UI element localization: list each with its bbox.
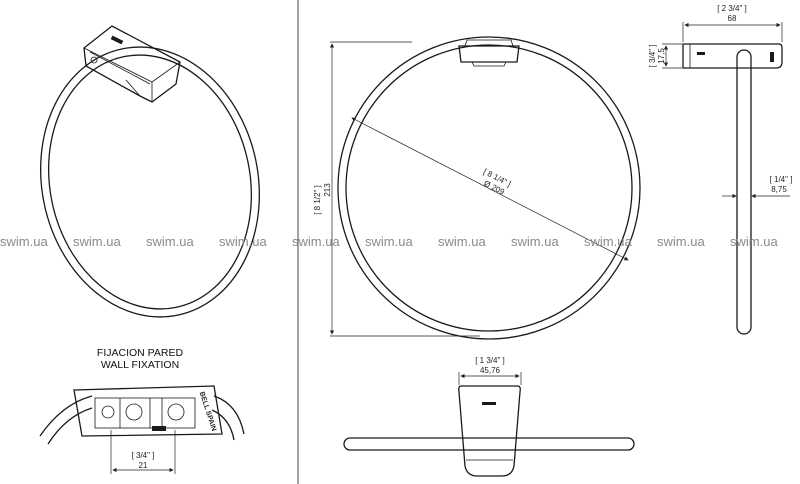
mount-block-perspective xyxy=(83,25,181,103)
ring-inner xyxy=(345,44,633,332)
side-view: [ 2 3/4" ] 68 [ 3/4" ] 17,5 [ 1/4" ] 8,7… xyxy=(648,4,793,335)
watermark-row: swim.ua swim.ua swim.ua swim.ua swim.ua swim.… xyxy=(0,234,778,249)
mount-mm-label: 45,76 xyxy=(480,366,501,375)
depth-mm-label: 17,5 xyxy=(657,48,666,64)
bottom-view: [ 1 3/4" ] 45,76 xyxy=(343,356,635,477)
ring-arc-left xyxy=(39,395,93,437)
watermark-text: swim.ua xyxy=(0,234,48,249)
watermark-text: swim.ua xyxy=(438,234,486,249)
watermark-text: swim.ua xyxy=(73,234,121,249)
watermark-text: swim.ua xyxy=(292,234,340,249)
fixation-mm-label: 21 xyxy=(139,461,148,470)
bar-inch-label: [ 1/4" ] xyxy=(770,175,793,184)
ring-outer-perspective xyxy=(39,46,261,318)
fixation-inch-label: [ 3/4" ] xyxy=(132,451,155,460)
screw-hole-right xyxy=(167,403,185,421)
height-dimension: [ 8 1/2" ] 213 xyxy=(313,41,480,337)
mount-block-front xyxy=(458,39,520,67)
watermark-text: swim.ua xyxy=(146,234,194,249)
watermark-text: swim.ua xyxy=(657,234,705,249)
height-mm-label: 213 xyxy=(323,183,332,197)
mount-block-side xyxy=(682,43,783,69)
mount-block-bottom xyxy=(458,385,521,477)
ring-inner-perspective xyxy=(47,54,253,310)
depth-inch-label: [ 3/4" ] xyxy=(648,45,657,68)
watermark-text: swim.ua xyxy=(219,234,267,249)
perspective-view xyxy=(39,25,261,318)
bar-side xyxy=(736,49,752,335)
wall-fixation-title-en: WALL FIXATION xyxy=(101,359,179,371)
mount-inch-label: [ 1 3/4" ] xyxy=(475,356,505,365)
bar-bottom xyxy=(343,437,635,451)
watermark-text: swim.ua xyxy=(511,234,559,249)
wall-fixation-view: FIJACION PARED WALL FIXATION BELL SPAIN … xyxy=(39,347,245,474)
watermark-text: swim.ua xyxy=(584,234,632,249)
depth-dimension: [ 3/4" ] 17,5 xyxy=(648,43,682,69)
top-width-dimension: [ 2 3/4" ] 68 xyxy=(682,4,783,42)
top-width-inch-label: [ 2 3/4" ] xyxy=(717,4,747,13)
front-view: [ 8 1/2" ] 213 [ 8 1/4" ] Ø 209 xyxy=(313,36,641,340)
ring-outer xyxy=(337,36,641,340)
ring-arc-right xyxy=(213,395,245,435)
screw-hole-left xyxy=(101,405,115,419)
wall-fixation-title-es: FIJACION PARED xyxy=(97,347,184,359)
bar-mm-label: 8,75 xyxy=(771,185,787,194)
fixation-plate xyxy=(73,385,223,437)
top-width-mm-label: 68 xyxy=(728,14,737,23)
bar-thickness-dimension: [ 1/4" ] 8,75 xyxy=(722,175,793,199)
watermark-text: swim.ua xyxy=(730,234,778,249)
height-inch-label: [ 8 1/2" ] xyxy=(313,185,322,215)
watermark-text: swim.ua xyxy=(365,234,413,249)
screw-hole-center xyxy=(125,403,143,421)
